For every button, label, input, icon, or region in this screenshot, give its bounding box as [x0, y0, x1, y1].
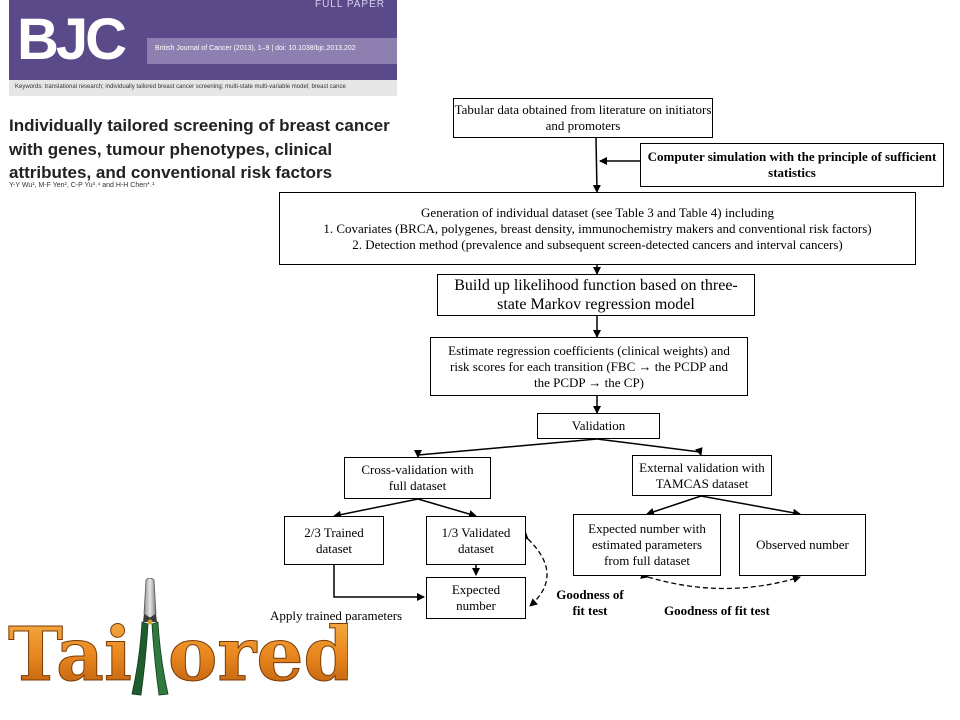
gof-right-dashed	[640, 571, 801, 590]
box-tabular-text: Tabular data obtained from literature on…	[454, 102, 712, 133]
citation-text: British Journal of Cancer (2013), 1–9 | …	[155, 45, 356, 52]
article-title: Individually tailored screening of breas…	[9, 116, 390, 182]
arrow-external-observed	[700, 495, 801, 517]
keywords-text: Keywords: translational research; indivi…	[15, 84, 346, 90]
box-trained-text: 2/3 Trained dataset	[304, 524, 364, 556]
box-external-validation-text: External validation with TAMCAS dataset	[639, 459, 765, 491]
box-computer-simulation: Computer simulation with the principle o…	[640, 143, 944, 187]
tailored-logo: Tai ored	[8, 578, 348, 698]
arrow-cross-validated	[417, 498, 477, 518]
box-observed-text: Observed number	[756, 537, 849, 552]
journal-logo: BJC	[17, 7, 127, 72]
box-expected-full-text: Expected number with estimated parameter…	[588, 521, 706, 568]
box-estimate-text: Estimate regression coefficients (clinic…	[448, 342, 730, 390]
box-estimate: Estimate regression coefficients (clinic…	[430, 337, 748, 396]
generation-line-2: 1. Covariates (BRCA, polygenes, breast d…	[323, 220, 872, 236]
box-external-validation: External validation with TAMCAS dataset	[632, 455, 772, 496]
box-validated-dataset: 1/3 Validated dataset	[426, 516, 526, 565]
keywords-bar: Keywords: translational research; indivi…	[9, 80, 397, 96]
box-expected-full: Expected number with estimated parameter…	[573, 514, 721, 576]
box-simulation-text: Computer simulation with the principle o…	[647, 149, 937, 180]
generation-line-3: 2. Detection method (prevalence and subs…	[352, 236, 843, 252]
shears-icon	[131, 578, 169, 696]
journal-banner: BJC FULL PAPER British Journal of Cancer…	[9, 0, 397, 80]
article-type-label: FULL PAPER	[314, 0, 385, 10]
citation-bar: British Journal of Cancer (2013), 1–9 | …	[147, 38, 397, 64]
arrow-validation-external	[596, 438, 701, 453]
journal-header: BJC FULL PAPER British Journal of Cancer…	[9, 0, 397, 210]
arrow-validation-cross	[417, 438, 598, 456]
box-cross-validation-text: Cross-validation with full dataset	[361, 462, 474, 493]
box-likelihood-text: Build up likelihood function based on th…	[454, 277, 738, 313]
box-validation: Validation	[537, 413, 660, 439]
box-validation-text: Validation	[571, 418, 626, 433]
arrow-cross-trained	[333, 498, 419, 519]
arrow-external-expected	[646, 495, 702, 516]
label-gof-left: Goodness of fit test	[556, 587, 624, 618]
logo-text-left: Tai	[8, 612, 132, 698]
label-gof-right: Goodness of fit test	[664, 603, 770, 618]
gof-left-dashed	[520, 531, 548, 607]
box-generation: Generation of individual dataset (see Ta…	[279, 192, 916, 265]
box-tabular-data: Tabular data obtained from literature on…	[453, 98, 713, 138]
box-likelihood: Build up likelihood function based on th…	[437, 274, 755, 316]
box-trained-dataset: 2/3 Trained dataset	[284, 516, 384, 565]
box-expected-text: Expected number	[451, 582, 501, 613]
box-expected-number: Expected number	[426, 577, 526, 619]
article-authors: Y-Y Wu¹, M-F Yen², C-P Yu³˒⁴ and H-H Che…	[9, 182, 155, 189]
box-validated-text: 1/3 Validated dataset	[441, 524, 511, 556]
generation-line-1: Generation of individual dataset (see Ta…	[421, 204, 774, 220]
box-observed-number: Observed number	[739, 514, 866, 576]
arrow-tabular-generation	[592, 137, 601, 193]
label-apply-trained: Apply trained parameters	[270, 608, 403, 623]
box-cross-validation: Cross-validation with full dataset	[344, 457, 491, 499]
logo-text-right: ored	[168, 612, 348, 698]
arrow-trained-expected	[333, 565, 425, 601]
